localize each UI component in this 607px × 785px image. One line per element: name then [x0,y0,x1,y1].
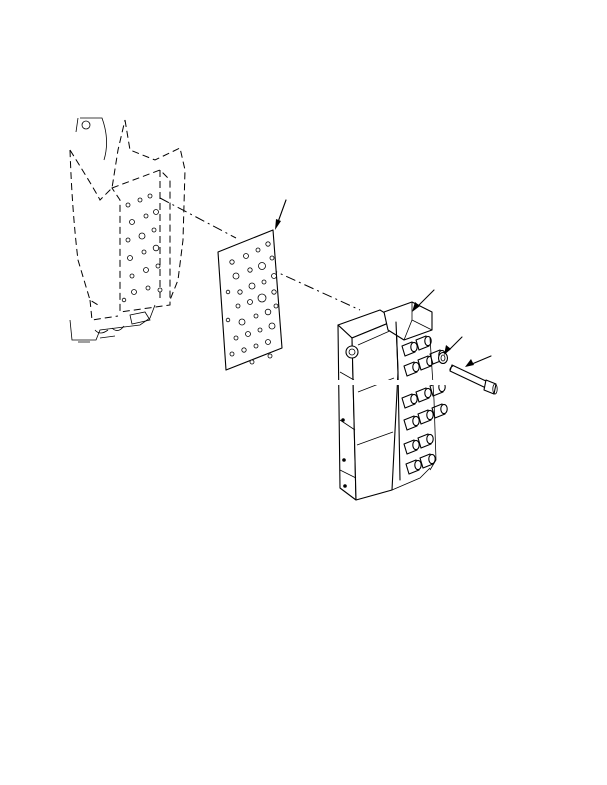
case-hole [147,193,153,199]
fitting-port [412,439,420,451]
callout-leaders [275,199,492,367]
fitting-port [426,433,434,445]
plate-hole [225,317,231,323]
valve-body-edge-right [429,337,437,471]
fitting-port [410,341,418,353]
transmission-case [69,117,186,343]
case-hole [125,237,131,243]
plate-hole [257,293,267,303]
plate-hole [247,267,253,273]
case-hole [137,197,143,203]
case-hole [125,202,131,208]
fitting-port [412,361,420,373]
fitting-port [428,453,436,465]
case-hole [143,213,149,219]
case-hole [153,209,159,215]
plate-hole [267,353,273,359]
fitting-port [414,459,422,471]
plate-hole [253,313,259,319]
plate-hole [269,255,275,261]
plate-hole [238,318,246,326]
separator-plate-gasket [217,229,283,371]
plate-hole [243,253,249,259]
fitting-port [412,415,420,427]
case-hole [131,289,137,295]
control-valve-body [337,301,448,501]
plate-hole [248,282,256,290]
case-hole [138,232,146,240]
plate-hole [255,247,261,253]
plate-hole [249,359,255,365]
plate-hole [265,241,271,247]
case-hole [121,297,127,303]
plate-hole [265,339,271,345]
plate-hole [229,351,235,357]
case-hole [143,267,149,273]
plate-hole [247,299,253,305]
plate-hole [232,272,240,280]
fitting-port [410,393,418,405]
plate-hole [257,327,263,333]
case-hole [141,249,147,255]
plate-hole [237,289,243,295]
alignment-line [159,197,237,239]
case-hole [151,227,157,233]
case-hole [145,285,151,291]
fitting-port [424,335,432,347]
plate-hole [271,273,277,279]
bolt [449,364,498,395]
plate-hole [241,347,247,353]
print-gap [330,380,450,385]
case-hole [157,287,163,293]
plate-hole [229,259,235,265]
plate-hole [268,322,276,330]
plate-hole [273,303,279,309]
case-hole [155,263,161,269]
plate-hole [258,262,266,270]
plate-hole [271,289,277,295]
plate-hole [225,289,231,295]
fitting-port [426,409,434,421]
plate-hole [261,279,267,285]
fitting-port [440,403,448,415]
plate-hole [233,335,239,341]
valve-body-edge [395,321,401,481]
case-hole [129,273,135,279]
o-ring [437,351,449,365]
plate-hole [235,303,241,309]
plate-hole [264,308,272,316]
alignment-line-2 [267,267,361,311]
plate-hole [253,343,259,349]
fitting-port [424,387,432,399]
case-hole [129,219,135,225]
case-hole [127,255,133,261]
plate-hole [245,331,251,337]
case-hole [152,244,160,252]
